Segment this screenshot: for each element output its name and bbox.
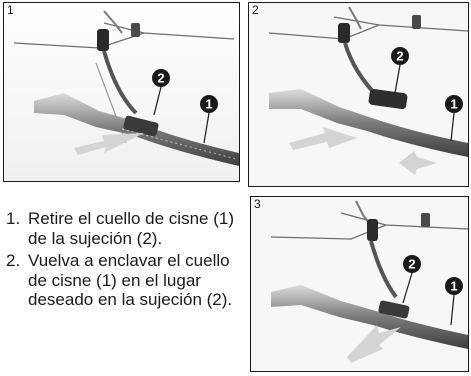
figure-3: 3 2 1 [250, 196, 469, 372]
step-number: 1. [6, 209, 21, 228]
callout-badge-2: 2 [403, 255, 421, 273]
callout-layer: 2 1 [391, 47, 463, 142]
instruction-list: 1. Retire el cuello de cisne (1) de la s… [6, 209, 238, 313]
callout-badge-1: 1 [200, 95, 218, 113]
svg-text:1: 1 [205, 97, 212, 112]
callout-badge-1: 1 [445, 95, 463, 113]
svg-text:2: 2 [408, 257, 415, 272]
instruction-step: 2. Vuelva a enclavar el cuello de cisne … [6, 251, 238, 310]
illustration-1 [4, 3, 239, 181]
svg-text:2: 2 [157, 71, 164, 86]
step-number: 2. [6, 251, 21, 270]
svg-text:1: 1 [450, 97, 457, 112]
figure-2: 2 2 1 [248, 2, 469, 187]
figure-number: 1 [7, 3, 14, 17]
step-text: Vuelva a enclavar el cuello de cisne (1)… [28, 251, 233, 309]
figure-number: 3 [254, 197, 261, 211]
callout-layer: 2 1 [402, 255, 463, 326]
step-text: Retire el cuello de cisne (1) de la suje… [28, 209, 234, 248]
callout-badge-1: 1 [445, 277, 463, 295]
illustration-3 [251, 197, 468, 371]
svg-text:2: 2 [396, 49, 403, 64]
callout-badge-2: 2 [391, 47, 409, 65]
callout-badge-2: 2 [152, 69, 170, 87]
figure-number: 2 [252, 3, 259, 17]
figure-1: 1 2 1 [3, 2, 240, 182]
callout-layer: 2 1 [152, 69, 218, 144]
svg-text:1: 1 [450, 279, 457, 294]
illustration-2 [249, 3, 468, 186]
instruction-step: 1. Retire el cuello de cisne (1) de la s… [6, 209, 238, 248]
